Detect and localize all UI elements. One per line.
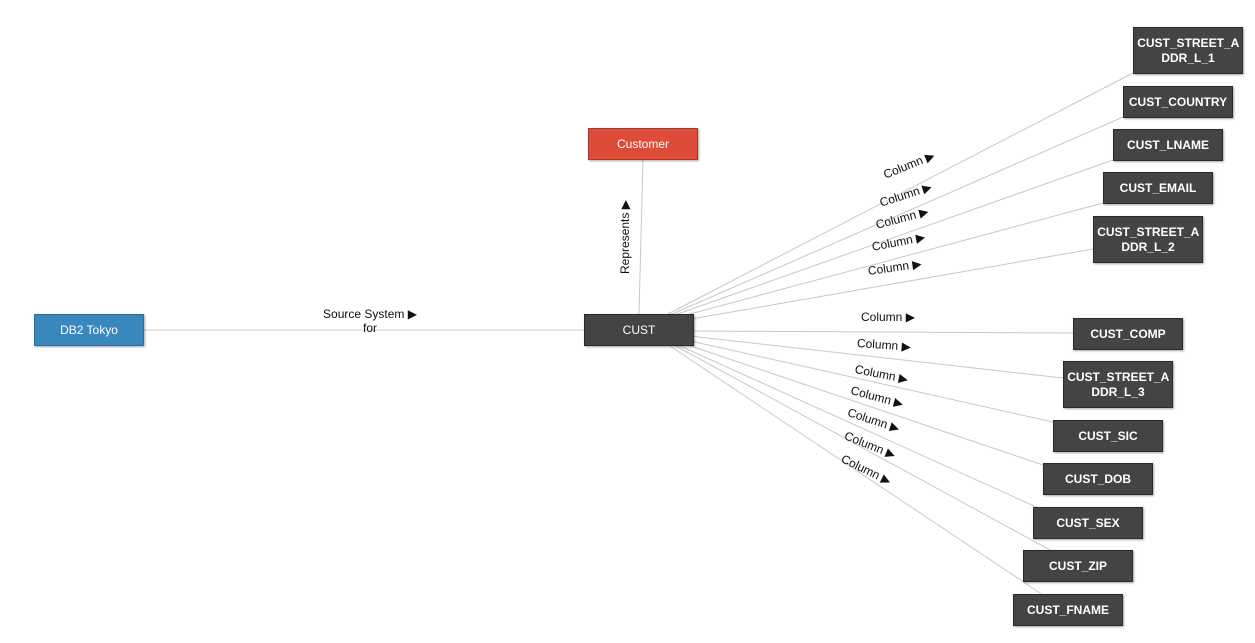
edge-column [689,335,1064,379]
represents-label-text: Represents [618,212,632,274]
edge-column [692,330,1074,334]
arrow-right-icon: ▶ [911,256,923,272]
column-node[interactable]: CUST_DOB [1043,463,1153,495]
source-system-edge-label: Source System ▶ for [310,307,430,335]
column-node[interactable]: CUST_EMAIL [1103,172,1213,204]
edge-column [677,344,1044,511]
column-node[interactable]: CUST_COUNTRY [1123,86,1233,118]
edge-represents [638,158,644,315]
source-system-label-line2: for [362,321,377,335]
entity-node[interactable]: Customer [588,128,698,160]
represents-edge-label: Represents ▶ [618,192,632,282]
source-system-node[interactable]: DB2 Tokyo [34,314,144,346]
arrow-right-icon: ▶ [905,310,915,324]
edge-column [674,202,1104,319]
column-node[interactable]: CUST_COMP [1073,318,1183,350]
column-node[interactable]: CUST_STREET_A DDR_L_1 [1133,27,1243,74]
column-label-text: Column [861,310,903,324]
source-system-label-line1: Source System ▶ [323,307,417,321]
edge-column [681,342,1044,466]
edge-column [679,248,1094,322]
column-node[interactable]: CUST_LNAME [1113,129,1223,161]
arrow-right-icon: ▶ [618,200,632,210]
edge-column [667,72,1134,315]
column-node[interactable]: CUST_STREET_A DDR_L_2 [1093,216,1203,263]
table-node[interactable]: CUST [584,314,694,346]
column-edge-label: Column ▶ [861,310,915,324]
edge-column [669,345,1044,596]
column-node[interactable]: CUST_STREET_A DDR_L_3 [1063,361,1173,408]
column-node[interactable]: CUST_SIC [1053,420,1163,452]
edge-column [673,344,1051,551]
edge-column [685,339,1054,423]
column-label-text: Column [856,336,899,353]
arrow-right-icon: ▶ [901,339,912,354]
column-node[interactable]: CUST_SEX [1033,507,1143,539]
edge-column [671,159,1114,317]
edge-column [669,116,1124,316]
column-node[interactable]: CUST_ZIP [1023,550,1133,582]
column-node[interactable]: CUST_FNAME [1013,594,1123,626]
